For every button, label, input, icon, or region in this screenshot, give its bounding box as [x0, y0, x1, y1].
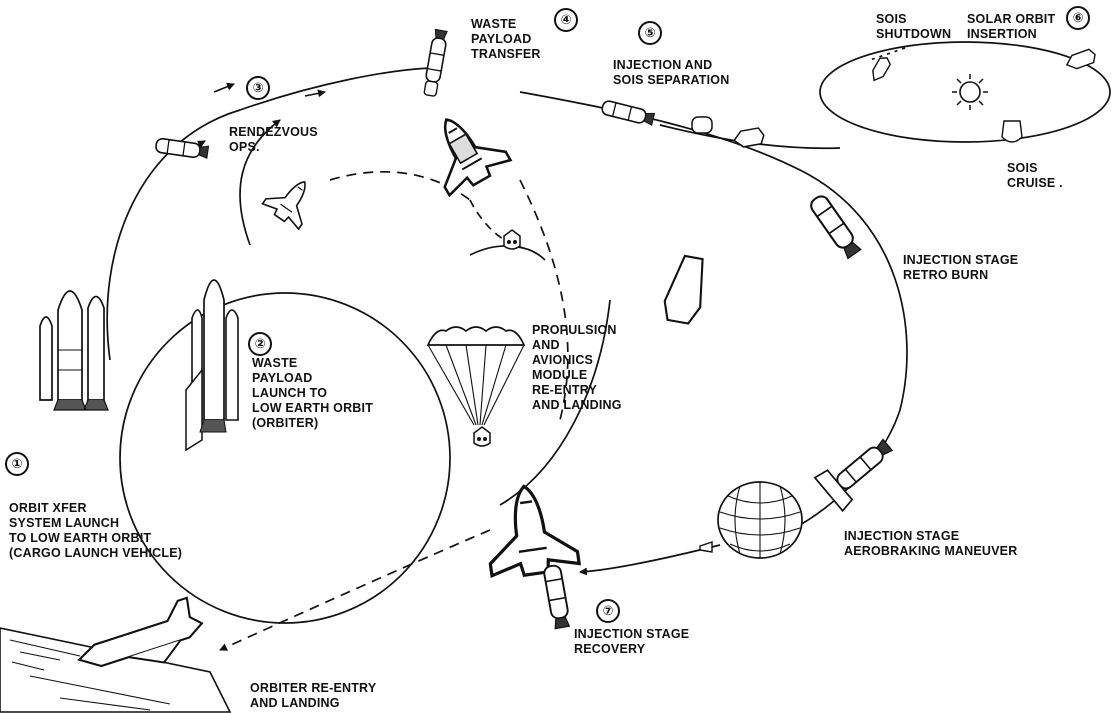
step-5-label: INJECTION AND SOIS SEPARATION — [613, 58, 729, 88]
label-line: PROPULSION — [532, 323, 617, 337]
capsule-icon — [1001, 120, 1023, 143]
rocket-icon — [39, 290, 109, 411]
module-separation-path — [469, 199, 506, 241]
solar-orbit-ellipse — [819, 41, 1111, 143]
step-5-line: INJECTION AND — [613, 58, 713, 72]
label-line: AND — [532, 338, 560, 352]
label-line: SOIS — [1007, 161, 1038, 175]
space-shuttle-icon — [185, 279, 239, 452]
step-1-line: SYSTEM LAUNCH — [9, 516, 120, 530]
step-6-marker: ⑥ — [1066, 6, 1090, 30]
sois-cruise-label: SOIS CRUISE . — [1007, 161, 1063, 191]
label-line: INJECTION STAGE — [844, 529, 960, 543]
step-7-line: INJECTION STAGE — [574, 627, 690, 641]
parachute-icon — [426, 326, 526, 447]
step-4-line: TRANSFER — [471, 47, 541, 61]
step-7-label: INJECTION STAGE RECOVERY — [574, 627, 689, 657]
capsule-icon — [733, 127, 765, 148]
label-line: RE-ENTRY — [532, 383, 598, 397]
step-2-line: LOW EARTH ORBIT — [252, 401, 374, 415]
label-line: AND LANDING — [532, 398, 622, 412]
label-line: SOIS — [876, 12, 907, 26]
sois-shutdown-label: SOIS SHUTDOWN — [876, 12, 951, 42]
step-5-marker: ⑤ — [638, 21, 662, 45]
label-line: RETRO BURN — [903, 268, 989, 282]
step-5-line: SOIS SEPARATION — [613, 73, 730, 87]
step-2-marker: ② — [248, 332, 272, 356]
capsule-icon — [1065, 48, 1096, 70]
sun-icon — [952, 74, 988, 110]
label-line: SHUTDOWN — [876, 27, 952, 41]
step-3-marker: ③ — [246, 76, 270, 100]
step-7-marker: ⑦ — [596, 599, 620, 623]
label-line: AVIONICS — [532, 353, 594, 367]
step-3-line: OPS. — [229, 140, 260, 154]
balloon-icon — [699, 481, 803, 559]
step-6-label: SOLAR ORBIT INSERTION — [967, 12, 1055, 42]
pam-reentry-label: PROPULSION AND AVIONICS MODULE RE-ENTRY … — [532, 323, 622, 413]
step-4-line: PAYLOAD — [471, 32, 532, 46]
space-shuttle-icon — [260, 168, 324, 232]
rocket-icon — [423, 28, 449, 97]
step-1-line: ORBIT XFER — [9, 501, 87, 515]
step-1-line: TO LOW EARTH ORBIT — [9, 531, 152, 545]
label-line: MODULE — [532, 368, 588, 382]
step-2-line: LAUNCH TO — [252, 386, 328, 400]
step-6-line: INSERTION — [967, 27, 1037, 41]
retro-burn-label: INJECTION STAGE RETRO BURN — [903, 253, 1018, 283]
capsule-icon — [503, 229, 521, 250]
space-shuttle-icon — [478, 478, 582, 582]
step-3-label: RENDEZVOUS OPS. — [229, 125, 318, 155]
label-line: AND LANDING — [250, 696, 340, 710]
space-shuttle-icon — [414, 100, 514, 200]
label-line: AEROBRAKING MANEUVER — [844, 544, 1018, 558]
step-3-line: RENDEZVOUS — [229, 125, 318, 139]
recovery-trajectory — [579, 544, 721, 576]
orbiter-landing-label: ORBITER RE-ENTRY AND LANDING — [250, 681, 376, 711]
module-descent-path — [519, 179, 569, 421]
launch-arc — [106, 67, 431, 361]
space-shuttle-icon — [77, 596, 204, 668]
step-2-line: WASTE — [252, 356, 298, 370]
capsule-icon — [872, 57, 891, 82]
step-2-line: PAYLOAD — [252, 371, 313, 385]
capsule-icon — [691, 116, 713, 134]
rendezvous-arc — [329, 171, 471, 201]
step-1-marker: ① — [5, 452, 29, 476]
rocket-icon — [542, 563, 572, 630]
aerobraking-label: INJECTION STAGE AEROBRAKING MANEUVER — [844, 529, 1017, 559]
rocket-icon — [154, 137, 210, 160]
orbiter-landing-arc — [219, 529, 491, 651]
step-1-line: (CARGO LAUNCH VEHICLE) — [9, 546, 183, 560]
step-6-line: SOLAR ORBIT — [967, 12, 1056, 26]
label-line: CRUISE . — [1007, 176, 1063, 190]
rocket-icon — [600, 99, 656, 127]
label-line: ORBITER RE-ENTRY — [250, 681, 377, 695]
step-4-marker: ④ — [554, 8, 578, 32]
step-4-label: WASTE PAYLOAD TRANSFER — [471, 17, 541, 62]
low-earth-orbit-circle — [119, 292, 451, 624]
step-4-line: WASTE — [471, 17, 517, 31]
orbiter-ascent-arc — [239, 119, 281, 246]
rocket-icon — [813, 437, 894, 513]
step-7-line: RECOVERY — [574, 642, 646, 656]
step-2-line: (ORBITER) — [252, 416, 319, 430]
step-2-label: WASTE PAYLOAD LAUNCH TO LOW EARTH ORBIT … — [252, 356, 373, 431]
shutdown-pointer — [869, 47, 906, 61]
rocket-icon — [807, 192, 863, 261]
space-shuttle-icon — [663, 254, 704, 325]
label-line: INJECTION STAGE — [903, 253, 1019, 267]
step-1-label: ORBIT XFER SYSTEM LAUNCH TO LOW EARTH OR… — [9, 501, 182, 561]
